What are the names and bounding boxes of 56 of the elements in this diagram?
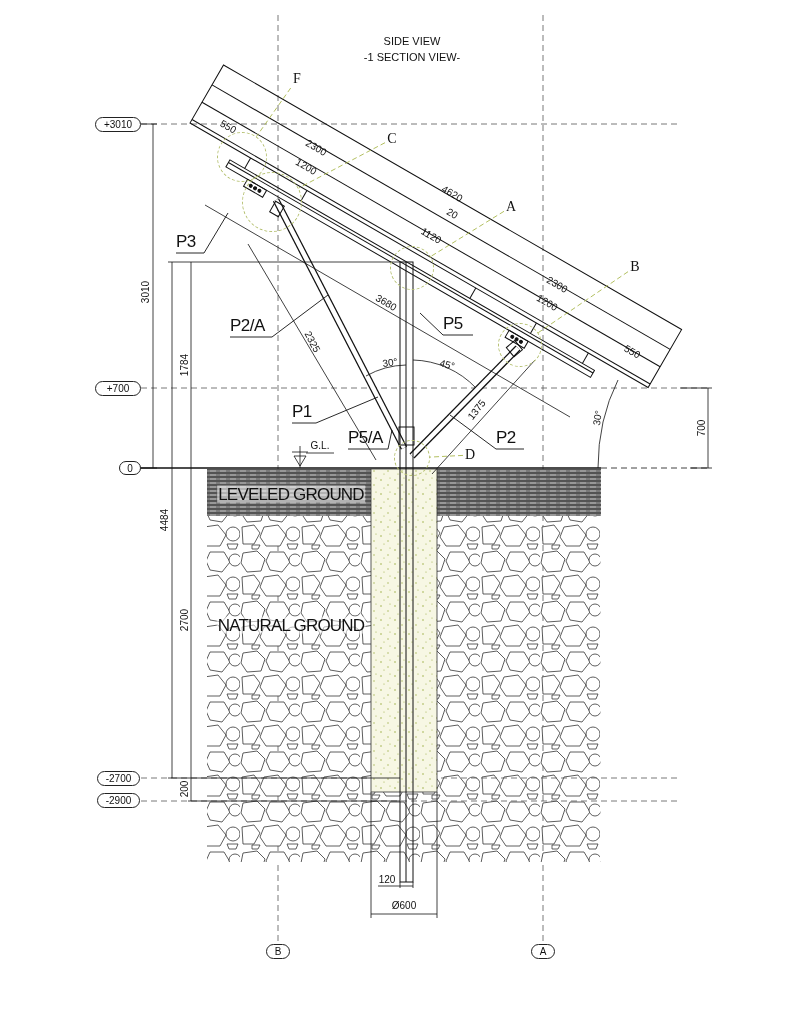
dimension-text: 120 xyxy=(378,875,396,885)
dimension-text: 4620 xyxy=(439,184,465,204)
angle-text: 30° xyxy=(381,357,399,369)
leader-line xyxy=(255,87,292,138)
leader-line xyxy=(449,414,525,450)
dimension-text: 700 xyxy=(697,419,707,437)
ground-layer-text: NATURAL GROUND xyxy=(216,616,366,634)
dimension-text: 3010 xyxy=(141,280,151,304)
dimension-text: 200 xyxy=(180,780,190,798)
ground-level-text: G.L. xyxy=(310,441,330,451)
leader-line xyxy=(430,210,505,257)
dimension-text: 2325 xyxy=(302,329,322,355)
leader-line xyxy=(291,396,379,424)
dimension-text: 1120 xyxy=(419,226,443,246)
part-label: P2 xyxy=(496,427,524,449)
leader-line xyxy=(347,429,393,450)
level-marker: B xyxy=(266,944,290,959)
leader-line xyxy=(419,312,474,336)
dimension-text: 4484 xyxy=(160,508,170,532)
part-label: P2/A xyxy=(230,315,272,337)
view-title: SIDE VIEW xyxy=(383,35,441,47)
detail-callout-letter: A xyxy=(504,198,518,216)
leader-line xyxy=(298,142,386,189)
detail-callout-letter: C xyxy=(385,130,399,148)
dimension-text: 2300 xyxy=(303,138,329,158)
ground-layer-text: LEVELED GROUND xyxy=(217,485,365,503)
leader-line xyxy=(429,454,464,458)
dimension-text: 550 xyxy=(622,343,642,361)
dimension-text: 1200 xyxy=(293,157,319,177)
dimension-text: 550 xyxy=(218,118,238,136)
dimension-text: 2300 xyxy=(544,275,570,295)
part-label: P5 xyxy=(443,313,473,335)
part-label: P3 xyxy=(176,231,204,253)
angle-text: 45° xyxy=(438,358,456,372)
part-label: P1 xyxy=(292,401,316,423)
dimension-text: 2700 xyxy=(180,608,190,632)
dimension-text: 3680 xyxy=(373,293,399,313)
detail-callout-letter: D xyxy=(463,446,477,464)
leader-line xyxy=(175,212,229,254)
level-marker: +3010 xyxy=(95,117,141,132)
level-marker: -2900 xyxy=(97,793,140,808)
detail-callout-letter: F xyxy=(290,70,304,88)
dimension-text: 1784 xyxy=(180,353,190,377)
level-marker: 0 xyxy=(119,461,141,475)
dimension-text: Ø600 xyxy=(391,901,417,911)
leader-line xyxy=(537,271,629,334)
angle-text: 30° xyxy=(591,409,605,427)
dimension-text: 20 xyxy=(444,206,460,222)
leader-line xyxy=(229,294,329,338)
view-subtitle: -1 SECTION VIEW- xyxy=(363,51,461,63)
level-marker: A xyxy=(531,944,555,959)
level-marker: -2700 xyxy=(97,771,140,786)
detail-callout-letter: B xyxy=(628,258,642,276)
level-marker: +700 xyxy=(95,381,141,396)
dimension-text: 1200 xyxy=(534,293,560,313)
part-label: P5/A xyxy=(348,427,388,449)
